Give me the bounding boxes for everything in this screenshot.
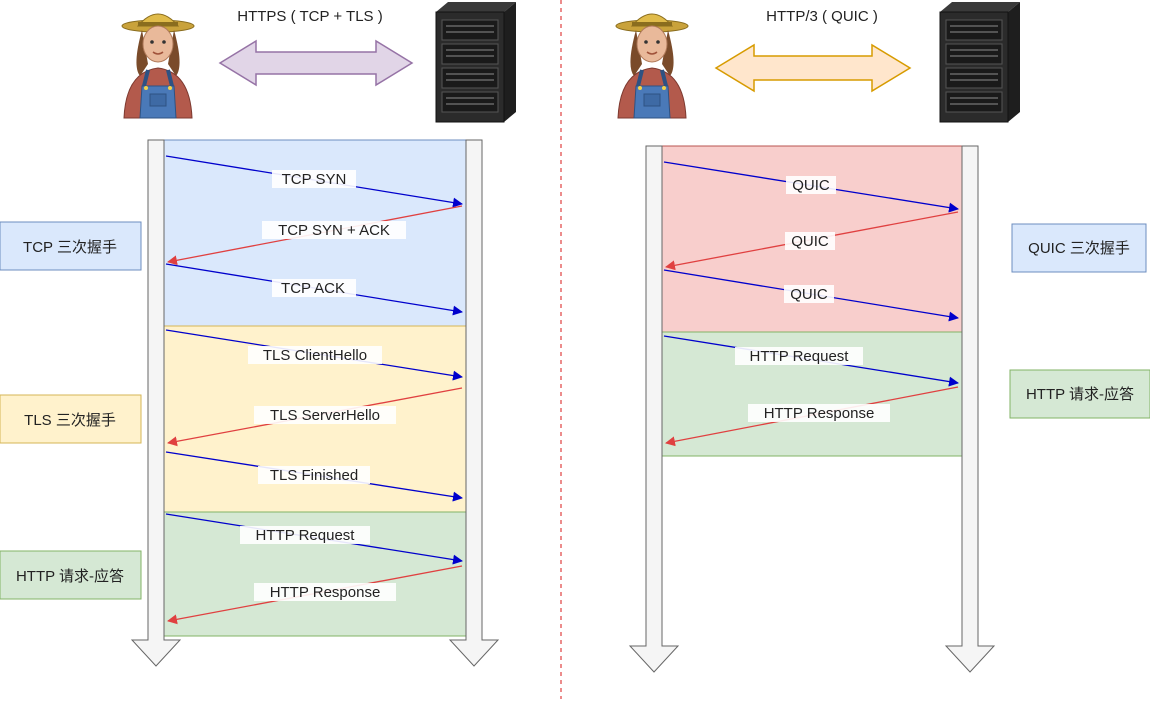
left-msg-label-4: TLS ClientHello (263, 347, 367, 364)
right-phase-label-http: HTTP 请求-应答 (1026, 385, 1134, 403)
right-server-icon (939, 1, 1021, 123)
left-phase-label-tcp-box (0, 221, 142, 271)
right-user-icon (614, 12, 690, 120)
left-server-timeline (448, 139, 500, 667)
left-msg-label-8: HTTP Response (270, 584, 381, 601)
right-phase-label-quic: QUIC 三次握手 (1028, 240, 1130, 257)
left-user-icon (120, 12, 196, 120)
right-double-arrow (714, 43, 912, 93)
left-server-icon (435, 1, 517, 123)
left-title: HTTPS ( TCP + TLS ) (237, 8, 382, 25)
right-msg-label-2: QUIC (791, 233, 829, 250)
right-server-timeline (944, 145, 996, 673)
right-msg-label-5: HTTP Response (764, 405, 875, 422)
left-msg-label-1: TCP SYN (282, 171, 347, 188)
right-msg-label-1: QUIC (792, 177, 830, 194)
right-msg-label-3: QUIC (790, 286, 828, 303)
left-phase-label-tls: TLS 三次握手 (24, 412, 116, 429)
right-phase-label-http-box (1009, 369, 1150, 419)
left-phase-label-http: HTTP 请求-应答 (16, 567, 124, 585)
left-phase-label-http-box (0, 550, 142, 600)
left-phase-label-tls-box (0, 394, 142, 444)
right-client-timeline (628, 145, 680, 673)
left-phase-label-tcp: TCP 三次握手 (23, 239, 117, 256)
left-client-timeline (130, 139, 182, 667)
left-double-arrow (218, 39, 414, 87)
left-msg-label-6: TLS Finished (270, 467, 358, 484)
right-title: HTTP/3 ( QUIC ) (766, 8, 878, 25)
right-phase-label-quic-box (1011, 223, 1147, 273)
left-msg-label-3: TCP ACK (281, 280, 345, 297)
left-msg-label-5: TLS ServerHello (270, 407, 380, 424)
right-msg-label-4: HTTP Request (750, 348, 850, 365)
left-msg-label-7: HTTP Request (256, 527, 356, 544)
left-msg-label-2: TCP SYN + ACK (278, 222, 390, 239)
